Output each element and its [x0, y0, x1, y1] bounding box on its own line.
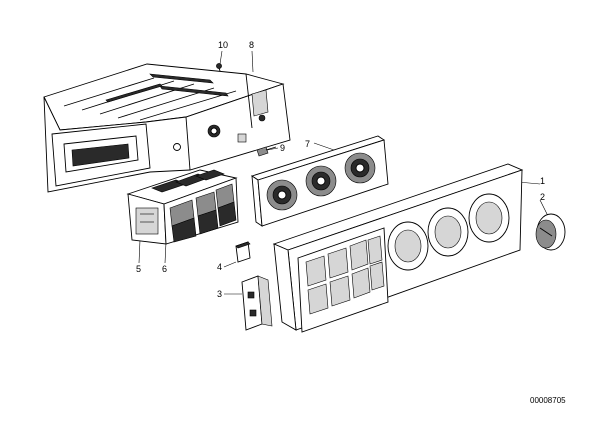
callout-1: 1 [540, 176, 546, 186]
callout-3: 3 [217, 289, 223, 299]
callout-6: 6 [162, 264, 168, 274]
rotary-middle [305, 165, 337, 197]
front-fascia-part-1 [272, 163, 524, 333]
rotary-left [266, 179, 298, 211]
fascia-knob-openings [387, 193, 510, 271]
callout-4: 4 [217, 262, 223, 272]
rear-housing-part-8 [43, 63, 291, 193]
knob-part-2 [535, 213, 566, 251]
callout-2: 2 [540, 192, 546, 202]
rotary-right [344, 152, 376, 184]
control-frame-part-7 [250, 135, 389, 227]
cap-part-4 [235, 241, 251, 263]
leader-lines [138, 50, 549, 295]
switch-block-part-5-6 [126, 169, 239, 245]
document-number: 00008705 [530, 396, 566, 405]
callout-7: 7 [305, 139, 311, 149]
callout-8: 8 [249, 40, 255, 50]
bracket-part-3 [241, 275, 273, 331]
clip-part-9 [256, 146, 277, 157]
callout-5: 5 [136, 264, 142, 274]
callout-10: 10 [218, 40, 229, 50]
callout-9: 9 [280, 143, 286, 153]
fascia-button-grid [297, 227, 389, 333]
